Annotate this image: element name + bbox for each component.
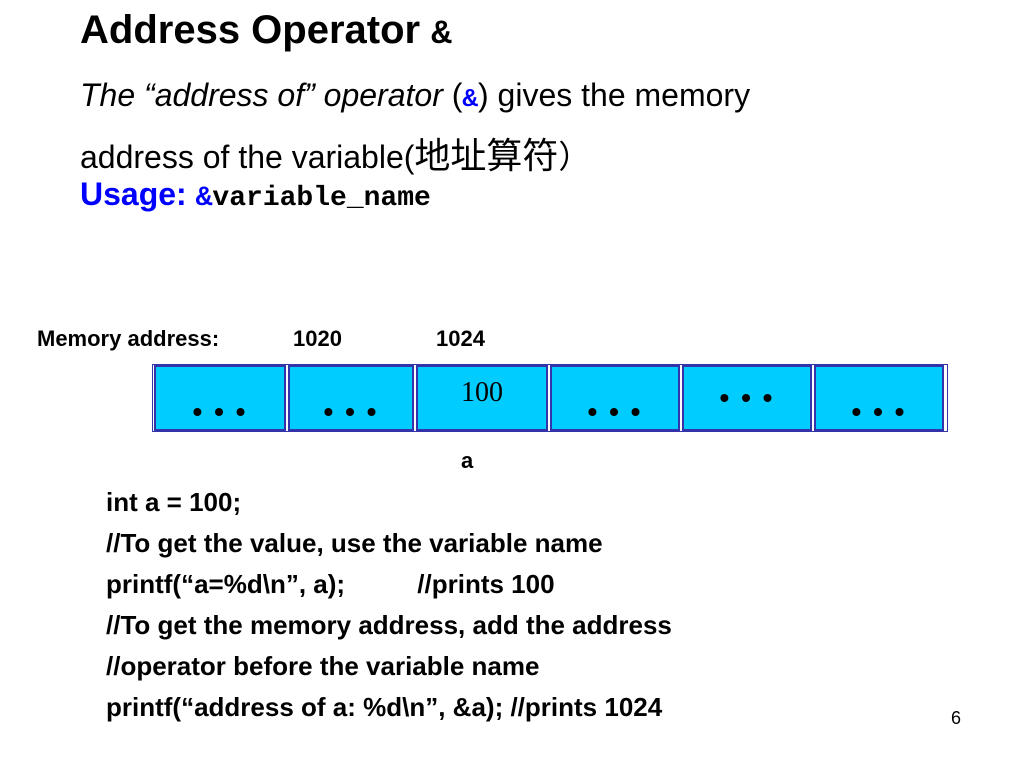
cell-value: 100 [461,377,503,408]
desc-address-of: address of [154,77,305,113]
desc-quote-close: ” [304,77,315,113]
variable-label: a [461,448,474,473]
memory-cell-2: • • • [288,365,414,431]
code-line: printf(“a=%d\n”, a); //prints 100 [106,569,555,599]
cell-ellipsis: • • • [851,396,907,427]
cell-ellipsis: • • • [719,382,775,413]
memory-cell-5: • • • [682,365,812,431]
desc-line2-close: ） [558,139,591,175]
code-line: //To get the value, use the variable nam… [106,528,603,558]
code-line: int a = 100; [106,487,242,517]
title-symbol: & [431,16,452,54]
usage-label: Usage: [80,176,187,212]
memory-cell-6: • • • [814,365,944,431]
desc-paren-open: ( [451,77,463,113]
memory-cell-1: • • • [154,365,286,431]
desc-quote-open: “ [144,77,155,113]
desc-the: The [80,77,136,113]
cell-ellipsis: • • • [323,396,379,427]
code-block: int a = 100; //To get the value, use the… [106,482,672,728]
code-line: printf(“address of a: %d\n”, &a); //prin… [106,692,663,722]
description: The “address of” operator (&) gives the … [80,66,980,186]
usage-code: variable_name [212,183,431,214]
memory-address-1024: 1024 [436,326,485,351]
desc-operator: operator [323,77,443,113]
code-line: //operator before the variable name [106,651,540,681]
desc-symbol: & [462,84,478,114]
code-line: //To get the memory address, add the add… [106,610,672,640]
desc-rest-line1: gives the memory [497,77,751,113]
cell-ellipsis: • • • [192,396,248,427]
page-number: 6 [951,708,962,728]
slide-title: Address Operator & [80,8,452,54]
usage-line: Usage: &variable_name [80,176,431,214]
title-text: Address Operator [80,8,421,52]
desc-line2: address of the variable( [80,139,415,175]
memory-cells: • • • • • • 100 • • • • • • • • • [152,364,948,432]
memory-address-label: Memory address: [37,326,220,351]
memory-cell-4: • • • [550,365,680,431]
cell-ellipsis: • • • [587,396,643,427]
desc-cjk: 地址算符 [414,136,559,177]
usage-amp: & [195,183,213,214]
desc-paren-close: ) [478,77,489,113]
memory-cell-a: 100 [416,365,548,431]
memory-address-1020: 1020 [293,326,342,351]
